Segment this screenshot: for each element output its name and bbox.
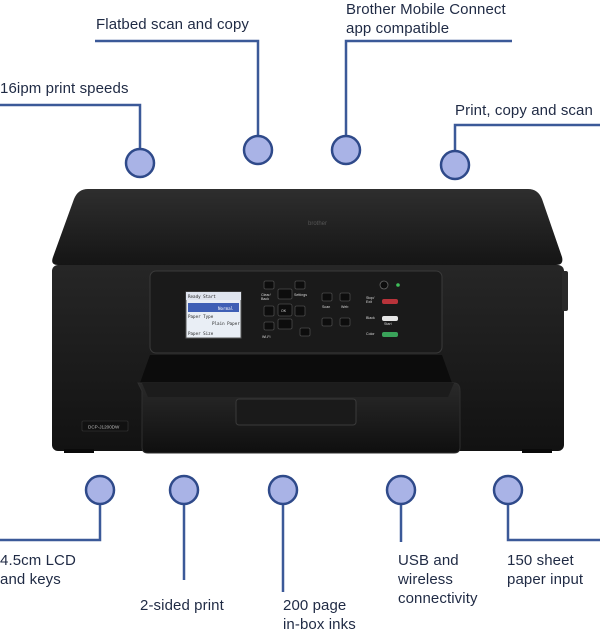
leader-paper-input <box>506 505 600 542</box>
stop-button <box>382 299 398 304</box>
dot-print-copy-scan <box>439 149 471 181</box>
dot-usb-wireless <box>385 474 417 506</box>
dot-lcd-keys <box>84 474 116 506</box>
leader-lcd-keys <box>0 505 102 542</box>
output-slot <box>140 355 452 383</box>
lid-brand-logo: brother <box>308 221 327 227</box>
callout-print-copy-scan: Print, copy and scan <box>455 102 593 119</box>
callout-flatbed: Flatbed scan and copy <box>96 16 250 33</box>
scanner-lid <box>52 189 563 265</box>
lcd-line-5: Paper Size <box>188 331 214 336</box>
callout-print-speed: 16ipm print speeds <box>0 80 129 97</box>
key-black: Black <box>366 316 375 320</box>
key-wifi: Wi-Fi <box>262 335 271 339</box>
callout-inks: 200 page in-box inks <box>283 597 356 633</box>
key-ok: OK <box>281 309 287 313</box>
callout-mobile-connect: Brother Mobile Connect app compatible <box>346 1 506 37</box>
leader-print-speed <box>0 103 142 150</box>
dot-flatbed <box>242 134 274 166</box>
lcd-line-2: Normal <box>218 306 234 311</box>
key-scan: Scan <box>322 305 330 309</box>
lcd-line-3: Paper Type <box>188 314 214 319</box>
tray-handle <box>235 398 357 426</box>
leader-flatbed <box>95 39 260 138</box>
model-label: DCP-J1200DW <box>88 425 120 430</box>
callout-usb-wireless: USB and wireless connectivity <box>398 552 478 607</box>
dot-mobile-connect <box>330 134 362 166</box>
color-start-button <box>382 332 398 337</box>
key-web: Web <box>341 305 348 309</box>
callout-lcd-keys: 4.5cm LCD and keys <box>0 552 76 588</box>
key-stop-exit: Stop/Exit <box>366 296 374 304</box>
callout-two-sided: 2-sided print <box>140 597 224 614</box>
keypad <box>263 280 351 337</box>
power-button <box>379 280 389 290</box>
dot-inks <box>267 474 299 506</box>
tray-top <box>142 383 454 397</box>
dot-paper-input <box>492 474 524 506</box>
lcd-line-1: Ready Start <box>188 294 216 299</box>
leader-mobile-connect <box>344 39 512 138</box>
right-side-panel <box>562 271 568 311</box>
power-led <box>396 283 400 287</box>
key-settings: Settings <box>294 293 307 297</box>
dot-two-sided <box>168 474 200 506</box>
lcd-line-4: Plain Paper <box>212 321 240 326</box>
black-start-button <box>382 316 398 321</box>
key-start: Start <box>384 322 392 326</box>
callout-paper-input: 150 sheet paper input <box>507 552 584 588</box>
leader-print-copy-scan <box>453 123 600 152</box>
model-label-plate <box>81 420 129 432</box>
key-color: Color <box>366 332 375 336</box>
dot-print-speed <box>124 147 156 179</box>
printer-illustration: brother Ready Start Normal Paper Type Pl… <box>52 189 568 454</box>
key-clear-back: Clear/Back <box>261 293 271 301</box>
